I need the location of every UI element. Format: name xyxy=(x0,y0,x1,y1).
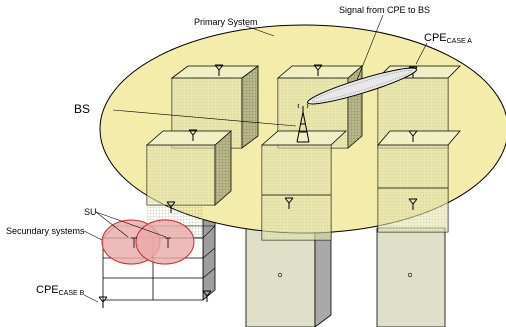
cpe-case-b-antennas xyxy=(98,290,212,309)
label-cpe-b: CPECASE B xyxy=(36,284,85,297)
building-mid-middle xyxy=(260,130,348,241)
label-cpe-a: CPECASE A xyxy=(424,32,472,45)
label-bs: BS xyxy=(74,102,90,116)
building-back-right xyxy=(377,65,461,149)
label-signal: Signal from CPE to BS xyxy=(339,5,430,15)
su-left-icon xyxy=(131,237,137,248)
label-cpe-a-sub: CASE A xyxy=(447,38,473,45)
label-primary-system: Primary System xyxy=(194,17,258,27)
label-cpe-a-main: CPE xyxy=(424,32,447,44)
beam-ellipse xyxy=(306,67,418,105)
label-cpe-b-main: CPE xyxy=(36,284,59,296)
su-right-icon xyxy=(165,237,171,248)
pointer-lines xyxy=(83,14,428,303)
building-lower-right xyxy=(376,227,446,327)
building-mid-left xyxy=(145,129,233,206)
label-cpe-b-sub: CASE B xyxy=(59,290,85,297)
label-su: SU xyxy=(84,207,97,217)
tower-icon xyxy=(296,103,310,143)
label-secondary-systems: Secundary systems xyxy=(6,226,85,236)
building-mid-right xyxy=(377,130,461,233)
secondary-system-circles xyxy=(101,219,195,265)
